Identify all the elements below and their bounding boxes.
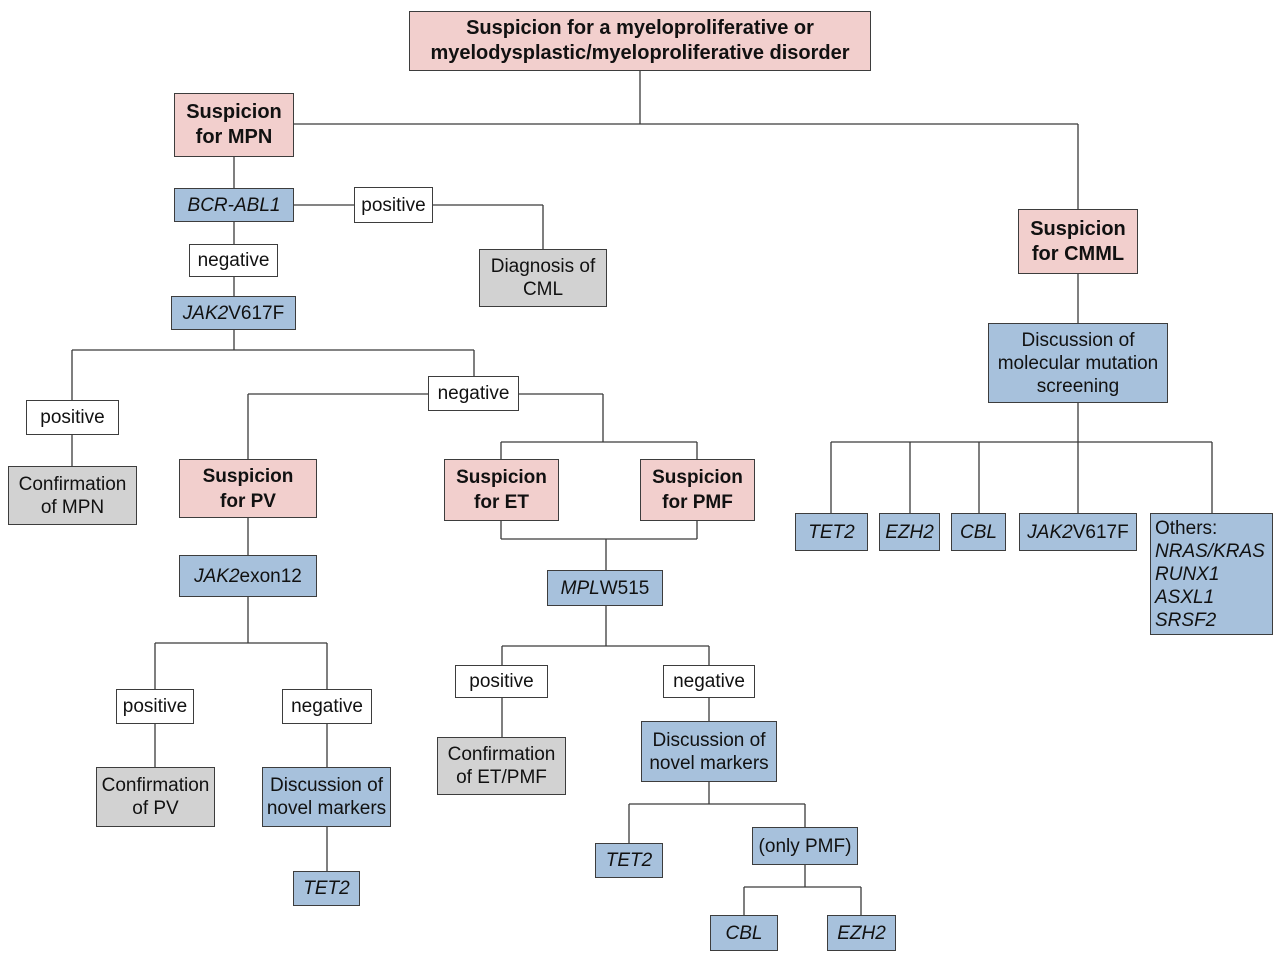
label: negative bbox=[673, 671, 745, 692]
exon12-positive-box: positive bbox=[116, 689, 194, 724]
bcr-negative-box: negative bbox=[189, 244, 278, 277]
variant: V617F bbox=[1072, 521, 1129, 543]
label: Suspicion bbox=[186, 101, 282, 123]
bcr-positive-box: positive bbox=[354, 187, 433, 223]
label: Discussion of bbox=[652, 729, 766, 751]
gene-label: JAK2exon12 bbox=[194, 565, 302, 588]
gene-label: JAK2V617F bbox=[183, 302, 284, 325]
variant: W515 bbox=[599, 577, 650, 599]
gene-label: TET2 bbox=[605, 850, 653, 871]
label: for PV bbox=[220, 490, 276, 512]
label: Suspicion bbox=[652, 467, 743, 488]
label: of ET/PMF bbox=[456, 767, 547, 788]
label: Suspicion bbox=[1030, 217, 1126, 240]
label: negative bbox=[437, 383, 510, 404]
gene-label: ASXL1 bbox=[1155, 586, 1215, 608]
label: Confirmation bbox=[18, 473, 127, 495]
jak2-exon12-test-box: JAK2exon12 bbox=[179, 555, 317, 597]
jak2-positive-box: positive bbox=[26, 400, 119, 435]
gene-label: EZH2 bbox=[837, 922, 886, 944]
root-line2: myelodysplastic/myeloproliferative disor… bbox=[430, 42, 850, 64]
suspicion-mpn-box: Suspicion for MPN bbox=[174, 93, 294, 157]
variant: exon12 bbox=[239, 565, 302, 587]
confirmation-mpn-box: Confirmation of MPN bbox=[8, 466, 137, 525]
cmml-cbl-box: CBL bbox=[951, 513, 1006, 551]
label: novel markers bbox=[649, 752, 769, 774]
gene-label: SRSF2 bbox=[1155, 609, 1217, 631]
label: CML bbox=[522, 279, 564, 300]
label: for ET bbox=[474, 492, 529, 513]
label: Others: bbox=[1155, 517, 1218, 539]
confirmation-et-pmf-box: Confirmation of ET/PMF bbox=[437, 737, 566, 795]
label: Confirmation bbox=[101, 775, 210, 796]
gene-label: EZH2 bbox=[885, 521, 934, 543]
label: Discussion of bbox=[1021, 329, 1135, 351]
pmf-cbl-box: CBL bbox=[710, 915, 778, 951]
root-suspicion-box: Suspicion for a myeloproliferative or my… bbox=[409, 11, 871, 71]
label: Suspicion bbox=[202, 465, 294, 487]
label: of PV bbox=[132, 798, 179, 819]
root-line1: Suspicion for a myeloproliferative or bbox=[466, 17, 814, 39]
label: screening bbox=[1036, 375, 1120, 397]
suspicion-cmml-box: Suspicion for CMML bbox=[1018, 209, 1138, 274]
et-pmf-discussion-novel-markers-box: Discussion of novel markers bbox=[641, 721, 777, 782]
gene-label: MPLW515 bbox=[561, 577, 650, 600]
gene-label: CBL bbox=[725, 922, 763, 944]
pv-discussion-novel-markers-box: Discussion of novel markers bbox=[262, 767, 391, 827]
gene: JAK2 bbox=[1027, 521, 1073, 543]
suspicion-et-box: Suspicion for ET bbox=[444, 459, 559, 521]
label: positive bbox=[469, 671, 534, 692]
suspicion-pmf-box: Suspicion for PMF bbox=[640, 459, 755, 521]
suspicion-pv-box: Suspicion for PV bbox=[179, 459, 317, 518]
gene-label: RUNX1 bbox=[1155, 563, 1220, 585]
bcr-abl1-test-box: BCR-ABL1 bbox=[174, 188, 294, 222]
gene-label: JAK2V617F bbox=[1027, 521, 1128, 544]
label: Suspicion bbox=[456, 467, 547, 488]
exon12-negative-box: negative bbox=[282, 689, 372, 724]
label: for CMML bbox=[1031, 242, 1125, 265]
label: for PMF bbox=[662, 492, 733, 513]
mpl-negative-box: negative bbox=[663, 665, 755, 698]
label: Confirmation bbox=[447, 744, 556, 765]
variant: V617F bbox=[228, 302, 285, 324]
only-pmf-box: (only PMF) bbox=[752, 827, 858, 865]
label: novel markers bbox=[266, 798, 387, 819]
cmml-others-box: Others: NRAS/KRAS RUNX1 ASXL1 SRSF2 bbox=[1150, 513, 1273, 635]
label: molecular mutation bbox=[997, 352, 1159, 374]
cmml-jak2-v617f-box: JAK2V617F bbox=[1019, 513, 1137, 551]
molecular-mutation-screening-box: Discussion of molecular mutation screeni… bbox=[988, 323, 1168, 403]
label: positive bbox=[40, 407, 105, 428]
gene-label: NRAS/KRAS bbox=[1155, 540, 1265, 562]
gene-label: TET2 bbox=[808, 521, 855, 543]
confirmation-pv-box: Confirmation of PV bbox=[96, 767, 215, 827]
label: positive bbox=[122, 696, 188, 717]
label: negative bbox=[291, 696, 363, 717]
label: Diagnosis of bbox=[490, 256, 596, 277]
gene-label: TET2 bbox=[303, 878, 350, 899]
jak2-v617f-test-box: JAK2V617F bbox=[171, 296, 296, 330]
label: for MPN bbox=[195, 126, 273, 148]
gene-label: BCR-ABL1 bbox=[187, 194, 281, 216]
gene: MPL bbox=[560, 577, 600, 599]
gene: JAK2 bbox=[194, 565, 240, 587]
gene-label: CBL bbox=[960, 521, 997, 543]
label: of MPN bbox=[40, 496, 105, 518]
jak2-negative-box: negative bbox=[428, 376, 519, 411]
pmf-ezh2-box: EZH2 bbox=[827, 915, 896, 951]
gene: JAK2 bbox=[182, 302, 229, 324]
diagnosis-cml-box: Diagnosis of CML bbox=[479, 249, 607, 307]
label: negative bbox=[197, 250, 270, 271]
et-pmf-tet2-box: TET2 bbox=[595, 843, 663, 878]
mpl-positive-box: positive bbox=[455, 665, 548, 698]
label: positive bbox=[361, 194, 426, 216]
label: Discussion of bbox=[270, 775, 383, 796]
cmml-ezh2-box: EZH2 bbox=[879, 513, 940, 551]
label: (only PMF) bbox=[758, 835, 852, 857]
cmml-tet2-box: TET2 bbox=[795, 513, 868, 551]
mpl-w515-test-box: MPLW515 bbox=[547, 570, 663, 606]
pv-tet2-box: TET2 bbox=[293, 871, 360, 906]
